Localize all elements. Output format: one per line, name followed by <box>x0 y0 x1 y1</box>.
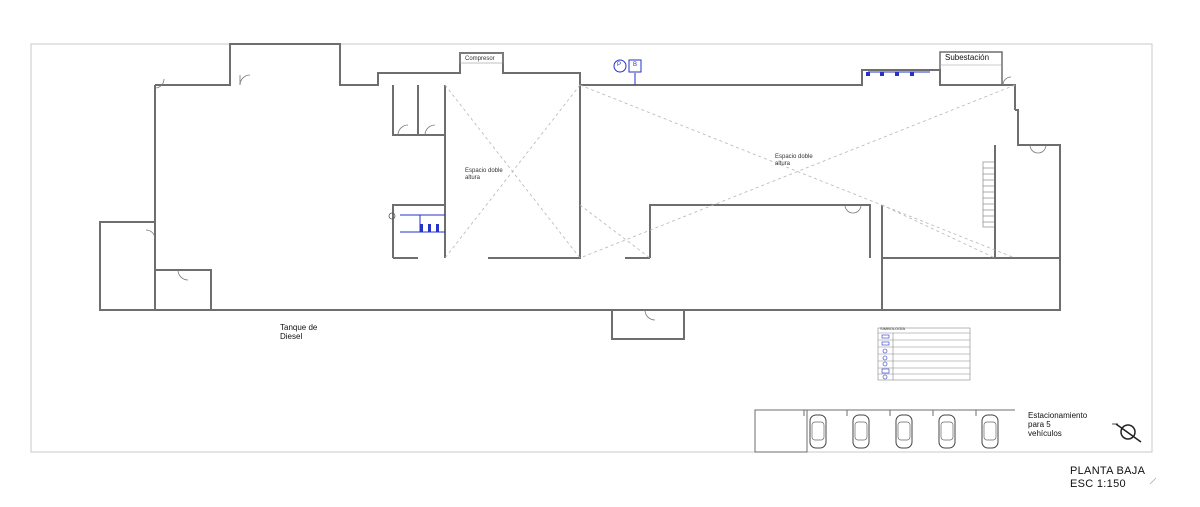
car-icon <box>895 414 913 449</box>
sheet-border <box>30 43 1153 453</box>
stairs <box>982 161 996 228</box>
car-icon <box>809 414 827 449</box>
car-icon <box>938 414 956 449</box>
plan-scale: ESC 1:150 <box>1070 478 1126 490</box>
parking-spaces <box>803 410 999 449</box>
equipment-b-icon <box>628 59 642 73</box>
plan-title: PLANTA BAJA <box>1070 465 1146 477</box>
scale-mark-icon <box>1149 477 1157 485</box>
legend-box <box>877 327 971 381</box>
parking-area <box>754 409 1015 453</box>
car-cabin <box>897 421 911 441</box>
equipment-b-label: B <box>633 62 638 68</box>
legend-symbols <box>881 334 890 380</box>
car-cabin <box>983 421 997 441</box>
equipment-p-label: P <box>617 62 622 68</box>
car-icon <box>852 414 870 449</box>
label-compresor: Compresor <box>465 56 495 62</box>
label-tanque-diesel: Tanque de Diesel <box>280 323 318 342</box>
installation-lines <box>400 71 930 233</box>
car-cabin <box>811 421 825 441</box>
fixtures <box>420 72 914 232</box>
car-icon <box>981 414 999 449</box>
compressor-room <box>459 52 504 64</box>
north-arrow-icon <box>1112 423 1142 443</box>
legend-title: SIMBOLOGÍA <box>880 326 906 331</box>
building-walls <box>99 43 1061 340</box>
label-subestacion: Subestación <box>945 53 990 62</box>
label-espacio-doble-1: Espacio doble altura <box>465 168 503 181</box>
equipment-p-icon <box>613 59 627 73</box>
double-height-markers <box>444 84 1016 259</box>
wc-fixture-icon <box>388 212 396 220</box>
label-espacio-doble-2: Espacio doble altura <box>775 154 813 167</box>
door-swings <box>145 74 1047 321</box>
car-cabin <box>854 421 868 441</box>
label-estacionamiento: Estacionamiento para 5 vehículos <box>1028 411 1088 439</box>
substation-room <box>939 51 1003 86</box>
car-cabin <box>940 421 954 441</box>
